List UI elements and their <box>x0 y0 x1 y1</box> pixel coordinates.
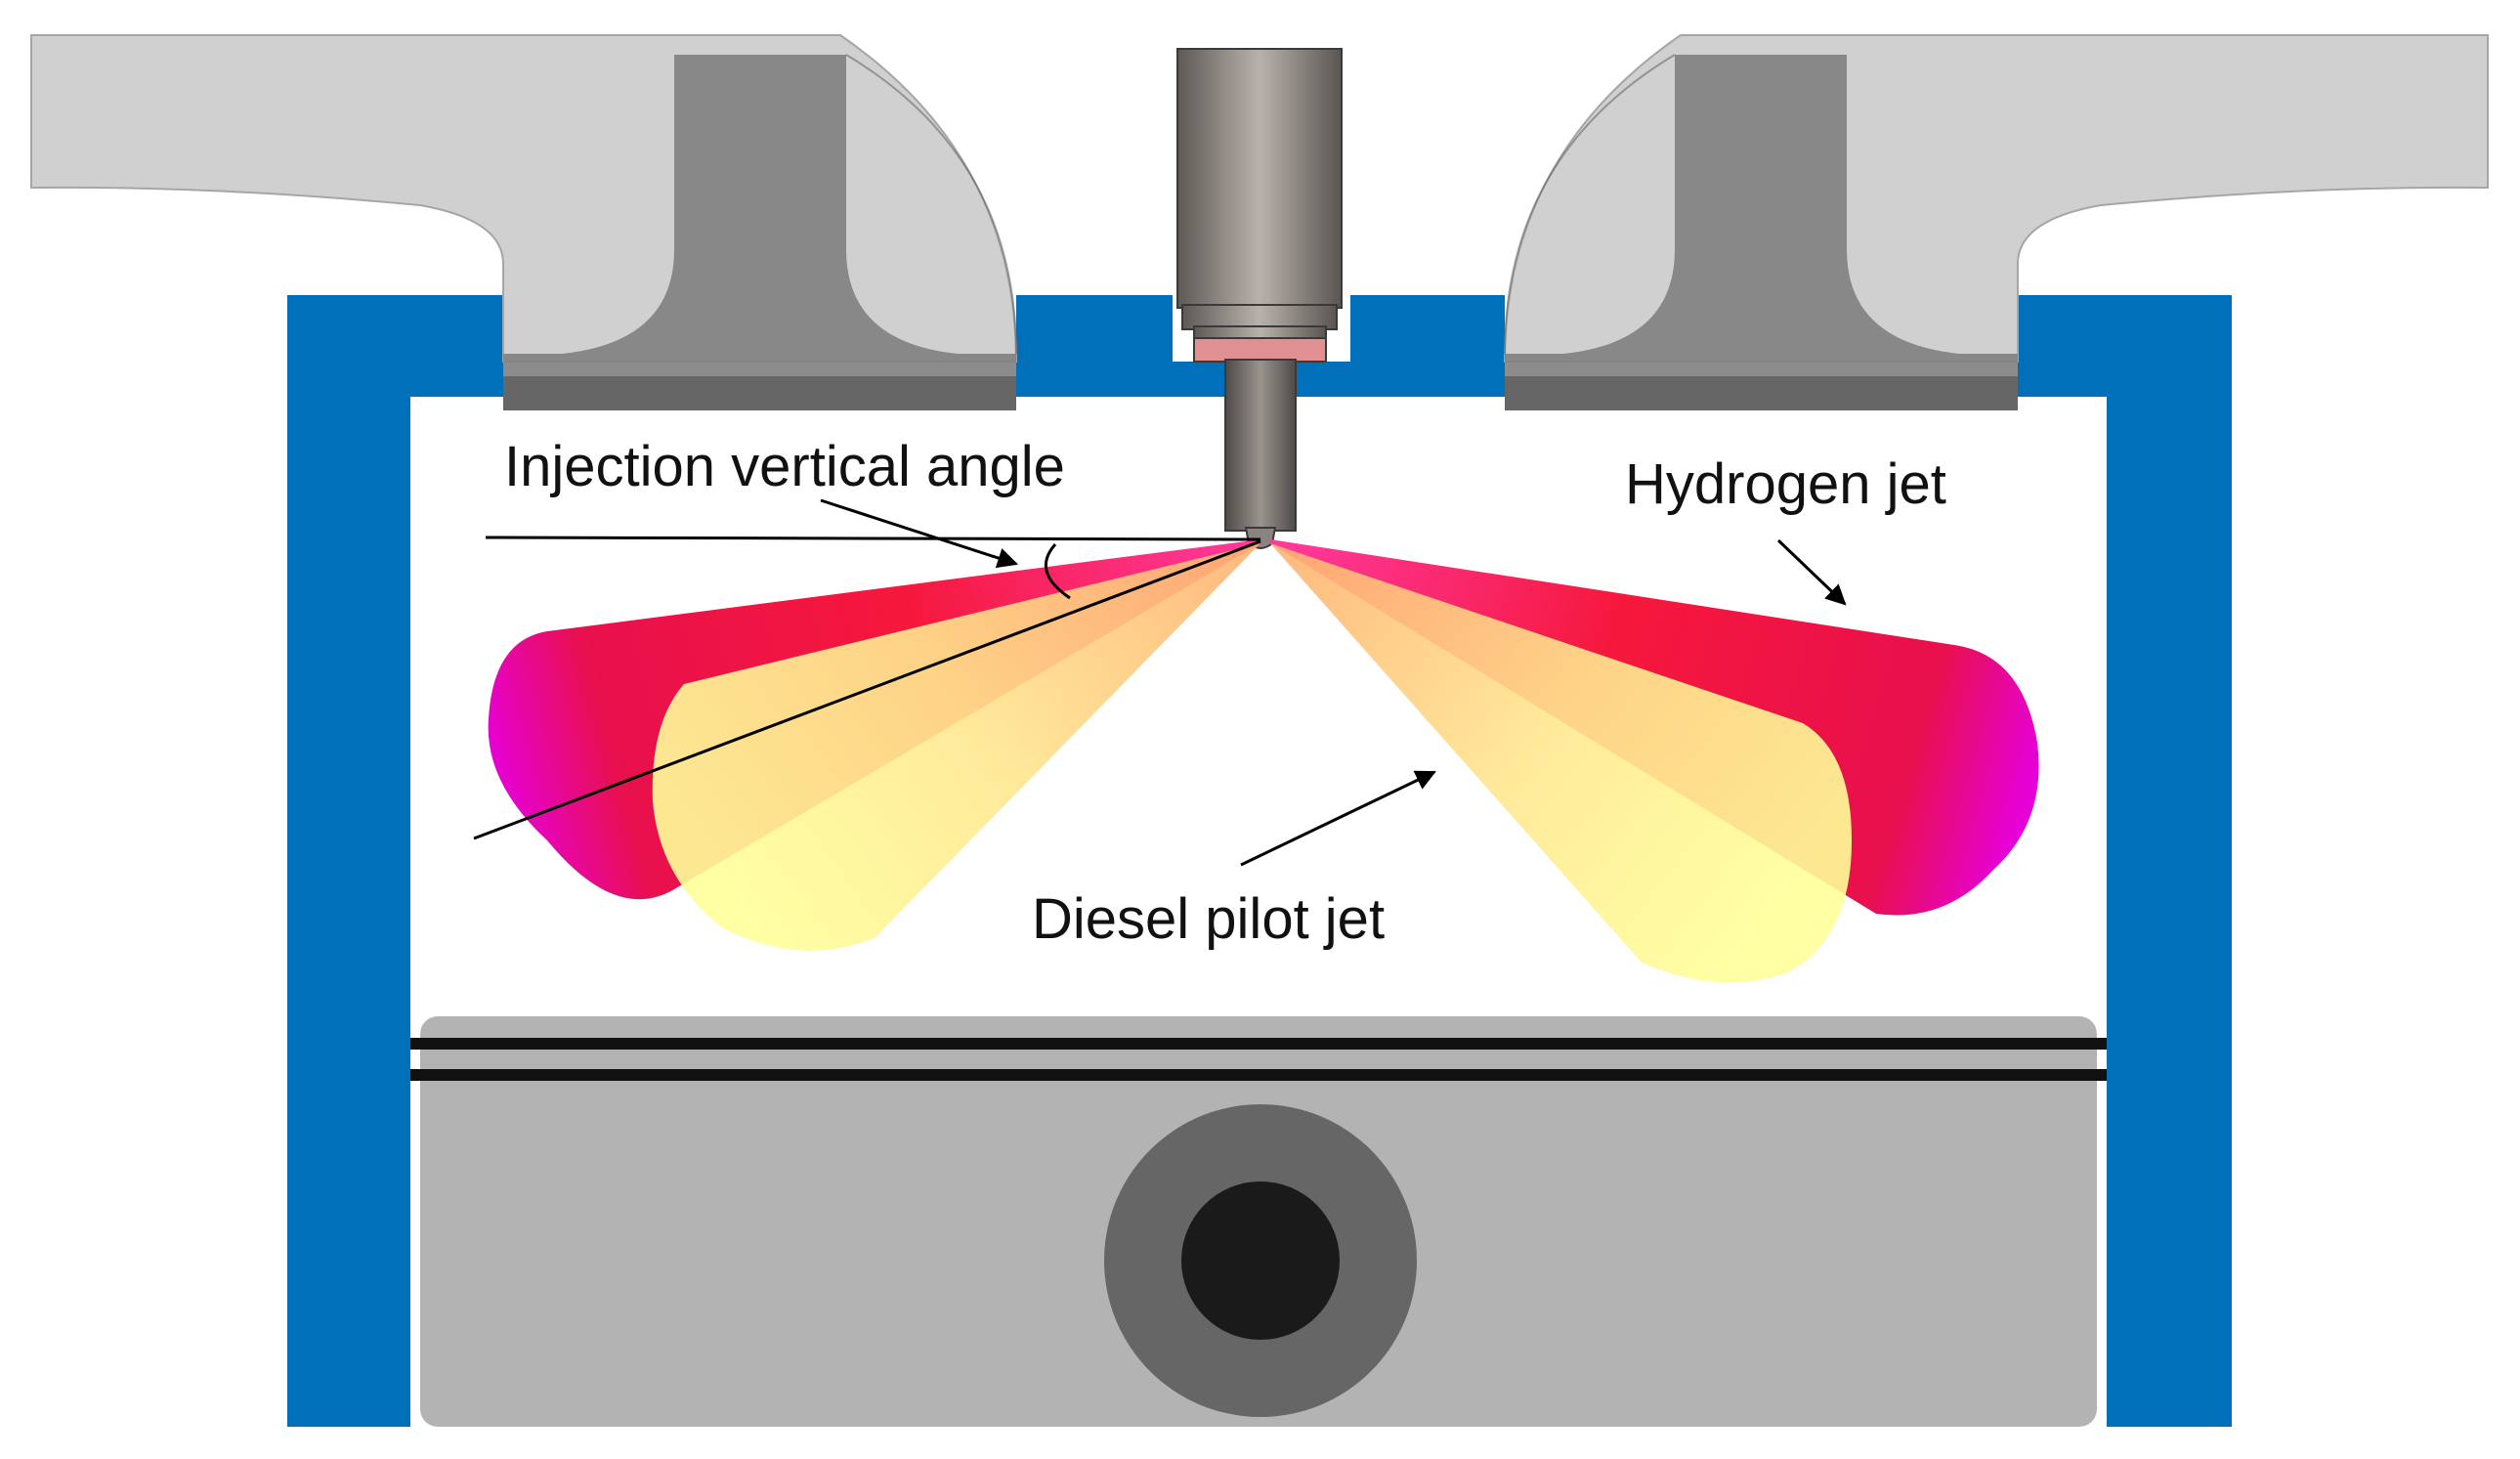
piston-pin-inner <box>1181 1181 1340 1340</box>
diesel-jet-right <box>1270 543 1852 983</box>
diesel-jet-left <box>652 543 1260 951</box>
label-injection-vertical-angle: Injection vertical angle <box>504 435 1065 498</box>
angle-pointer-arrow <box>820 498 1018 569</box>
diesel-pointer-arrow <box>1240 770 1436 867</box>
label-hydrogen-jet: Hydrogen jet <box>1625 452 1946 516</box>
hydrogen-pointer-arrow <box>1776 538 1847 606</box>
annotation-arrows <box>820 498 1847 867</box>
exhaust-valve-right <box>1504 54 2018 410</box>
fuel-injector <box>1176 48 1343 549</box>
label-diesel-pilot-jet: Diesel pilot jet <box>1032 887 1385 951</box>
piston <box>410 1016 2107 1427</box>
intake-port-left <box>30 34 1018 363</box>
intake-valve-left <box>503 54 1017 410</box>
angle-indicator <box>473 536 1261 840</box>
exhaust-port-right <box>1503 34 2489 363</box>
